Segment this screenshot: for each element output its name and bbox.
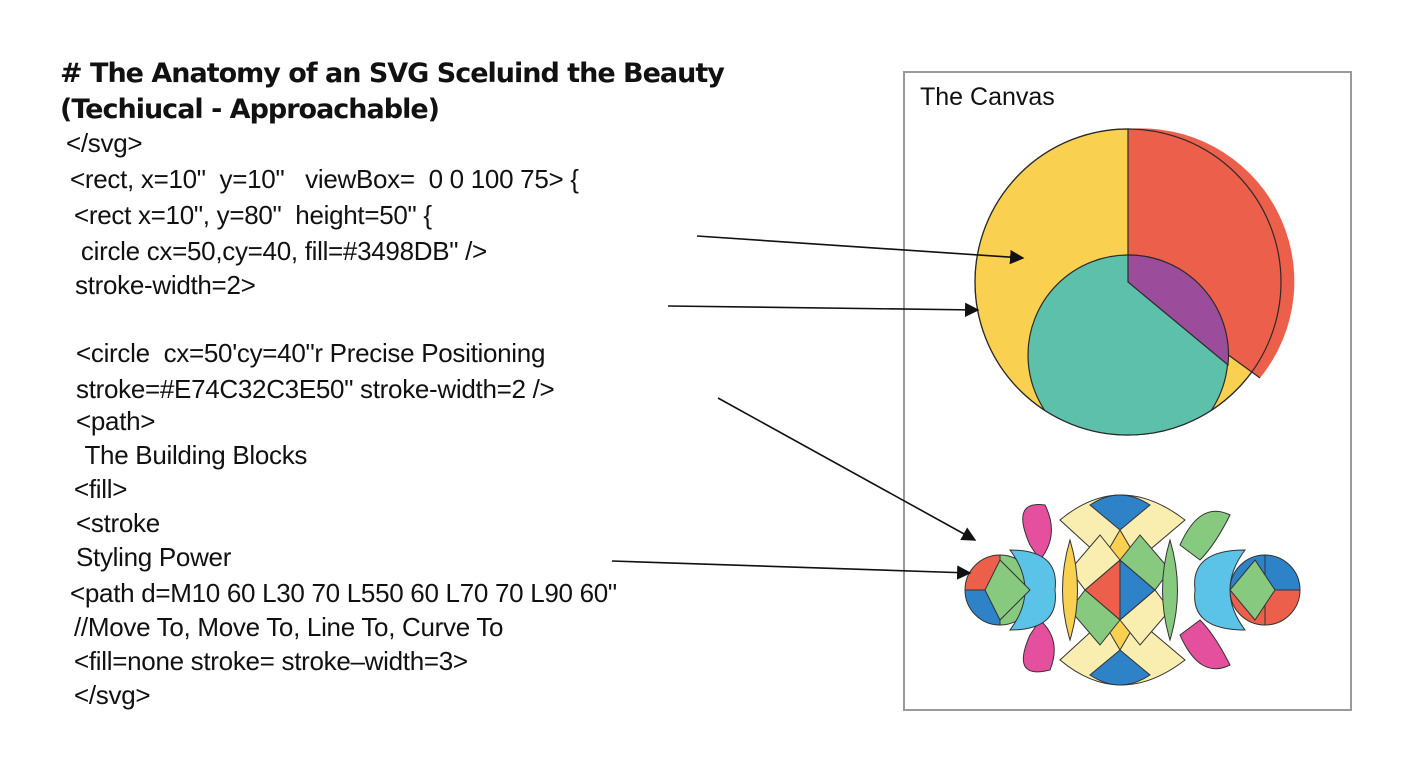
large-circle-shape — [974, 128, 1295, 436]
code-line-stroke-color: stroke=#E74C32C3E50" stroke-width=2 /> — [76, 374, 555, 404]
arrow-to-knot-top — [717, 397, 977, 541]
code-line-rect-height: <rect x=10", y=80" height=50" { — [74, 200, 432, 230]
code-line-path-commands: //Move To, Move To, Line To, Curve To — [74, 612, 504, 642]
code-line-building-blocks: The Building Blocks — [78, 440, 308, 470]
title-line-2: (Techiucal - Approachable) — [60, 94, 440, 125]
canvas-frame — [903, 71, 1352, 711]
code-line-fill: <fill> — [74, 474, 128, 504]
code-line-svg-close: </svg> — [66, 128, 143, 158]
code-line-styling-power: Styling Power — [76, 542, 232, 572]
code-line-fill-none: <fill=none stroke= stroke–width=3> — [74, 646, 468, 676]
code-line-circle-fill: circle cx=50,cy=40, fill=#3498DB" /> — [74, 236, 487, 266]
code-line-stroke-width: stroke-width=2> — [75, 270, 256, 300]
title-line-1: # The Anatomy of an SVG Sceluind the Bea… — [60, 58, 725, 89]
code-line-path-d: <path d=M10 60 L30 70 L550 60 L70 70 L90… — [70, 578, 617, 608]
code-line-precise-positioning: <circle cx=50'cy=40"r Precise Positionin… — [76, 338, 546, 368]
code-line-stroke: <stroke — [76, 508, 160, 538]
arrow-to-circle-edge — [667, 302, 980, 318]
arrow-to-yellow-region — [696, 235, 1025, 265]
knot-pattern — [964, 494, 1301, 686]
code-line-svg-end: </svg> — [74, 680, 151, 710]
code-line-rect-viewbox: <rect, x=10" y=10" viewBox= 0 0 100 75> … — [70, 164, 579, 194]
arrow-to-knot-left — [611, 560, 972, 580]
code-line-path-open: <path> — [76, 406, 156, 436]
page-title: # The Anatomy of an SVG Sceluind the Bea… — [60, 56, 725, 128]
canvas-label: The Canvas — [920, 83, 1055, 111]
